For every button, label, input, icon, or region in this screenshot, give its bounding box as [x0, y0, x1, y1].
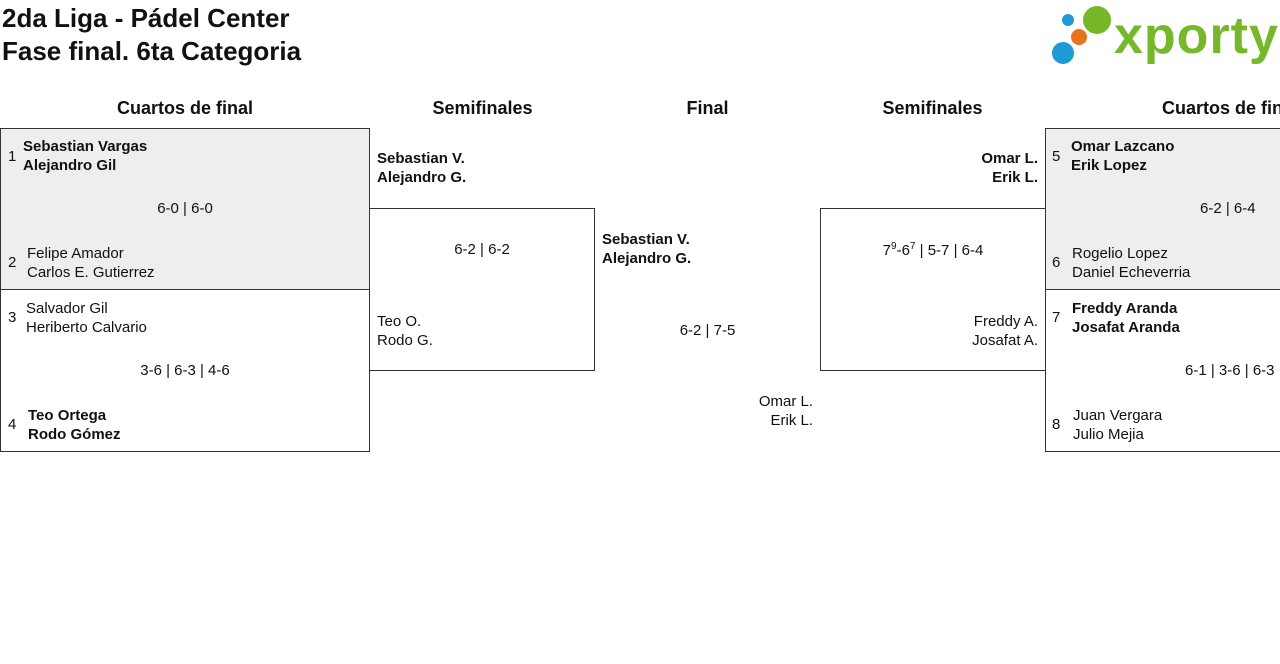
match-score: 6-2 | 6-4: [1200, 200, 1256, 217]
player-name: Heriberto Calvario: [26, 319, 147, 336]
seed-number: 8: [1052, 416, 1061, 433]
player-name: Rodo Gómez: [28, 426, 121, 443]
seed-number: 6: [1052, 254, 1061, 271]
player-name: Josafat Aranda: [1072, 319, 1180, 336]
left-sf-team-winner: Sebastian V. Alejandro G.: [377, 149, 466, 187]
team-name-winner: Freddy Aranda Josafat Aranda: [1072, 299, 1180, 337]
player-name: Omar Lazcano: [1071, 138, 1175, 155]
seed-number: 3: [8, 309, 17, 326]
player-name: Alejandro G.: [602, 250, 692, 267]
team-name: Felipe Amador Carlos E. Gutierrez: [27, 244, 155, 282]
right-qf-match-2: 7 Freddy Aranda Josafat Aranda 6-1 | 3-6…: [1045, 289, 1280, 452]
player-name: Erik Lopez: [1071, 157, 1147, 174]
player-name: Teo Ortega: [28, 407, 107, 424]
player-name: Juan Vergara: [1073, 407, 1163, 424]
seed-number: 2: [8, 254, 17, 271]
player-name: Carlos E. Gutierrez: [27, 264, 155, 281]
team-name: Juan Vergara Julio Mejia: [1073, 406, 1162, 444]
player-name: Teo O.: [377, 313, 422, 330]
col-header-right-quarters: Cuartos de final: [1161, 98, 1280, 118]
team-name: Rogelio Lopez Daniel Echeverria: [1072, 244, 1190, 282]
player-name: Sebastian Vargas: [23, 138, 148, 155]
player-name: Rogelio Lopez: [1072, 245, 1168, 262]
right-qf-match-1: 5 Omar Lazcano Erik Lopez 6-2 | 6-4 6 Ro…: [1045, 128, 1280, 290]
player-name: Erik L.: [770, 412, 813, 429]
col-header-final: Final: [686, 98, 729, 118]
match-score: 3-6 | 6-3 | 4-6: [140, 362, 230, 379]
final-team-winner: Sebastian V. Alejandro G.: [602, 230, 691, 268]
player-name: Sebastian V.: [602, 231, 690, 248]
player-name: Rodo G.: [377, 332, 433, 349]
player-name: Erik L.: [992, 169, 1038, 186]
left-sf-match: 6-2 | 6-2 Teo O. Rodo G.: [369, 208, 595, 371]
logo-text: xporty: [1114, 7, 1279, 65]
player-name: Julio Mejia: [1073, 426, 1144, 443]
left-qf-match-2: 3 Salvador Gil Heriberto Calvario 3-6 | …: [0, 289, 370, 452]
player-name: Alejandro G.: [377, 169, 467, 186]
match-score: 79-67 | 5-7 | 6-4: [882, 241, 984, 259]
col-header-right-semis: Semifinales: [882, 98, 983, 118]
player-name: Freddy Aranda: [1072, 300, 1178, 317]
xporty-logo: xporty: [1050, 4, 1278, 68]
seed-number: 1: [8, 148, 17, 165]
col-header-left-quarters: Cuartos de final: [116, 98, 254, 118]
right-sf-team-winner: Omar L. Erik L.: [900, 149, 1038, 187]
player-name: Omar L.: [981, 150, 1038, 167]
player-name: Daniel Echeverria: [1072, 264, 1191, 281]
player-name: Josafat A.: [972, 332, 1038, 349]
seed-number: 4: [8, 416, 17, 433]
page-title: 2da Liga - Pádel Center: [2, 3, 290, 33]
team-name: Teo O. Rodo G.: [377, 312, 433, 350]
team-name: Freddy A. Josafat A.: [901, 312, 1038, 350]
team-name: Salvador Gil Heriberto Calvario: [26, 299, 147, 337]
player-name: Freddy A.: [973, 313, 1038, 330]
logo-dot-blue-small: [1062, 14, 1074, 26]
player-name: Salvador Gil: [26, 300, 108, 317]
seed-number: 5: [1052, 148, 1061, 165]
logo-dot-blue: [1052, 42, 1074, 64]
final-score: 6-2 | 7-5: [679, 322, 736, 339]
player-name: Sebastian V.: [377, 150, 465, 167]
logo-dot-orange: [1071, 29, 1087, 45]
left-qf-match-1: 1 Sebastian Vargas Alejandro Gil 6-0 | 6…: [0, 128, 370, 290]
team-name-winner: Sebastian Vargas Alejandro Gil: [23, 137, 147, 175]
logo-dot-green: [1083, 6, 1111, 34]
player-name: Omar L.: [758, 393, 813, 410]
final-team: Omar L. Erik L.: [700, 392, 813, 430]
team-name-winner: Omar Lazcano Erik Lopez: [1071, 137, 1174, 175]
player-name: Felipe Amador: [27, 245, 124, 262]
match-score: 6-0 | 6-0: [157, 200, 213, 217]
team-name-winner: Teo Ortega Rodo Gómez: [28, 406, 121, 444]
match-score: 6-1 | 3-6 | 6-3: [1185, 362, 1275, 379]
player-name: Alejandro Gil: [23, 157, 117, 174]
match-score: 6-2 | 6-2: [454, 241, 510, 258]
page-subtitle: Fase final. 6ta Categoria: [2, 36, 302, 66]
col-header-left-semis: Semifinales: [432, 98, 533, 118]
seed-number: 7: [1052, 309, 1061, 326]
right-sf-match: 79-67 | 5-7 | 6-4 Freddy A. Josafat A.: [820, 208, 1046, 371]
